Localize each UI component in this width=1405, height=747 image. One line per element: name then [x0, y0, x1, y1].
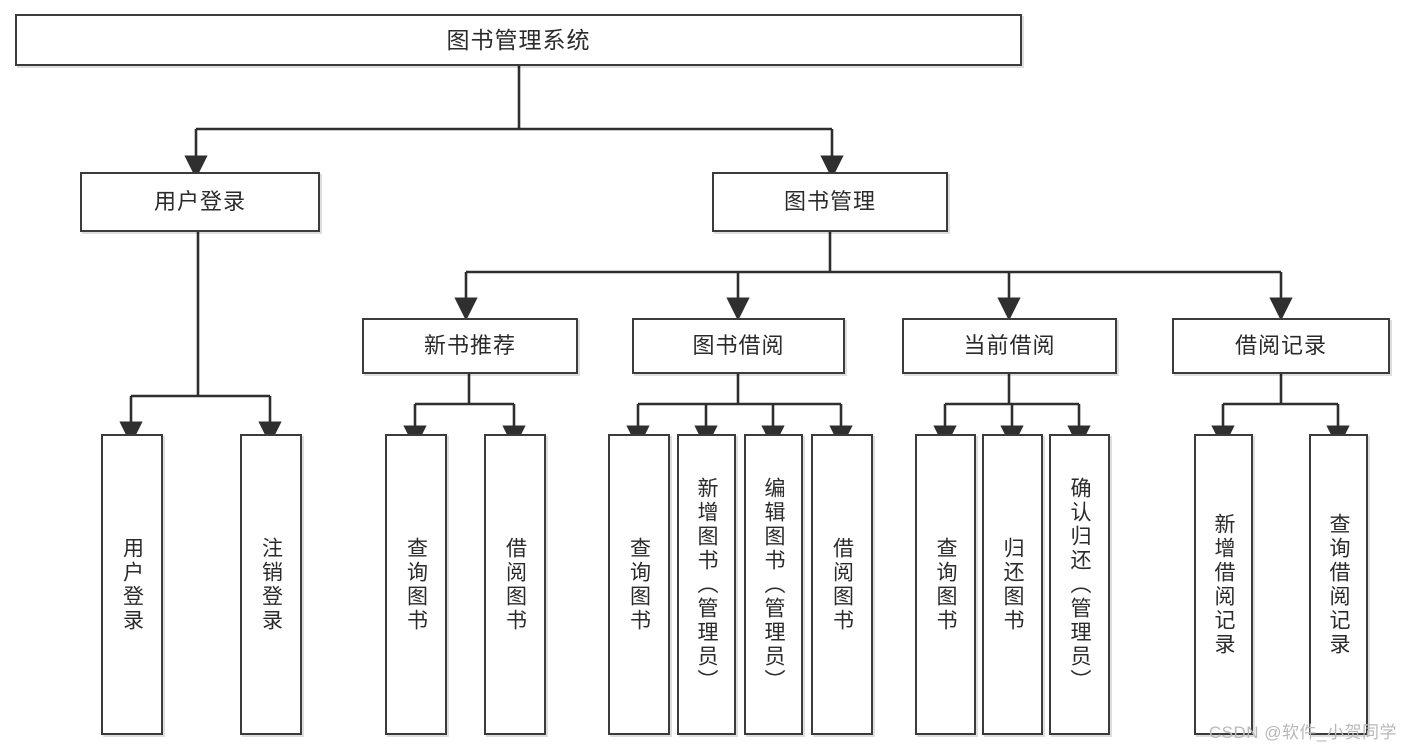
node-label: 借阅记录	[1234, 333, 1327, 359]
node-label: 新增图书（管理员）	[695, 476, 719, 693]
leaf-new-book-query[interactable]: 查询图书	[385, 434, 447, 735]
node-label: 查询图书	[627, 536, 651, 633]
node-label: 用户登录	[153, 189, 246, 215]
leaf-user-login-login[interactable]: 用户登录	[101, 434, 163, 735]
node-label: 当前借阅	[963, 333, 1056, 359]
node-label: 编辑图书（管理员）	[762, 476, 786, 693]
node-book-borrow[interactable]: 图书借阅	[632, 318, 845, 374]
node-label: 查询借阅记录	[1327, 512, 1351, 657]
node-label: 新增借阅记录	[1212, 512, 1236, 657]
node-label: 查询图书	[404, 536, 428, 633]
node-new-book-recommend[interactable]: 新书推荐	[362, 318, 578, 374]
node-root[interactable]: 图书管理系统	[15, 14, 1022, 66]
node-label: 归还图书	[1001, 536, 1025, 633]
leaf-record-add[interactable]: 新增借阅记录	[1194, 434, 1253, 735]
leaf-user-login-logout[interactable]: 注销登录	[240, 434, 302, 735]
watermark-text: CSDN @软件_小贺同学	[1208, 723, 1397, 742]
leaf-new-book-borrow[interactable]: 借阅图书	[484, 434, 546, 735]
node-label: 借阅图书	[503, 536, 527, 633]
node-label: 借阅图书	[830, 536, 854, 633]
node-current-borrow[interactable]: 当前借阅	[902, 318, 1117, 374]
leaf-record-query[interactable]: 查询借阅记录	[1309, 434, 1368, 735]
node-label: 图书管理系统	[446, 26, 591, 53]
node-book-management[interactable]: 图书管理	[712, 172, 948, 232]
leaf-borrow-query-book[interactable]: 查询图书	[608, 434, 670, 735]
node-borrow-record[interactable]: 借阅记录	[1172, 318, 1390, 374]
node-label: 用户登录	[120, 536, 144, 633]
node-label: 注销登录	[259, 536, 283, 633]
node-user-login[interactable]: 用户登录	[80, 172, 320, 232]
leaf-borrow-edit-book[interactable]: 编辑图书（管理员）	[744, 434, 803, 735]
node-label: 图书管理	[783, 189, 876, 215]
node-label: 确认归还（管理员）	[1068, 476, 1092, 693]
leaf-borrow-borrow-book[interactable]: 借阅图书	[811, 434, 873, 735]
leaf-borrow-add-book[interactable]: 新增图书（管理员）	[677, 434, 736, 735]
leaf-current-confirm-return[interactable]: 确认归还（管理员）	[1049, 434, 1110, 735]
leaf-current-query-book[interactable]: 查询图书	[915, 434, 976, 735]
node-label: 查询图书	[934, 536, 958, 633]
leaf-current-return-book[interactable]: 归还图书	[982, 434, 1043, 735]
node-label: 图书借阅	[692, 333, 785, 359]
node-label: 新书推荐	[423, 333, 516, 359]
